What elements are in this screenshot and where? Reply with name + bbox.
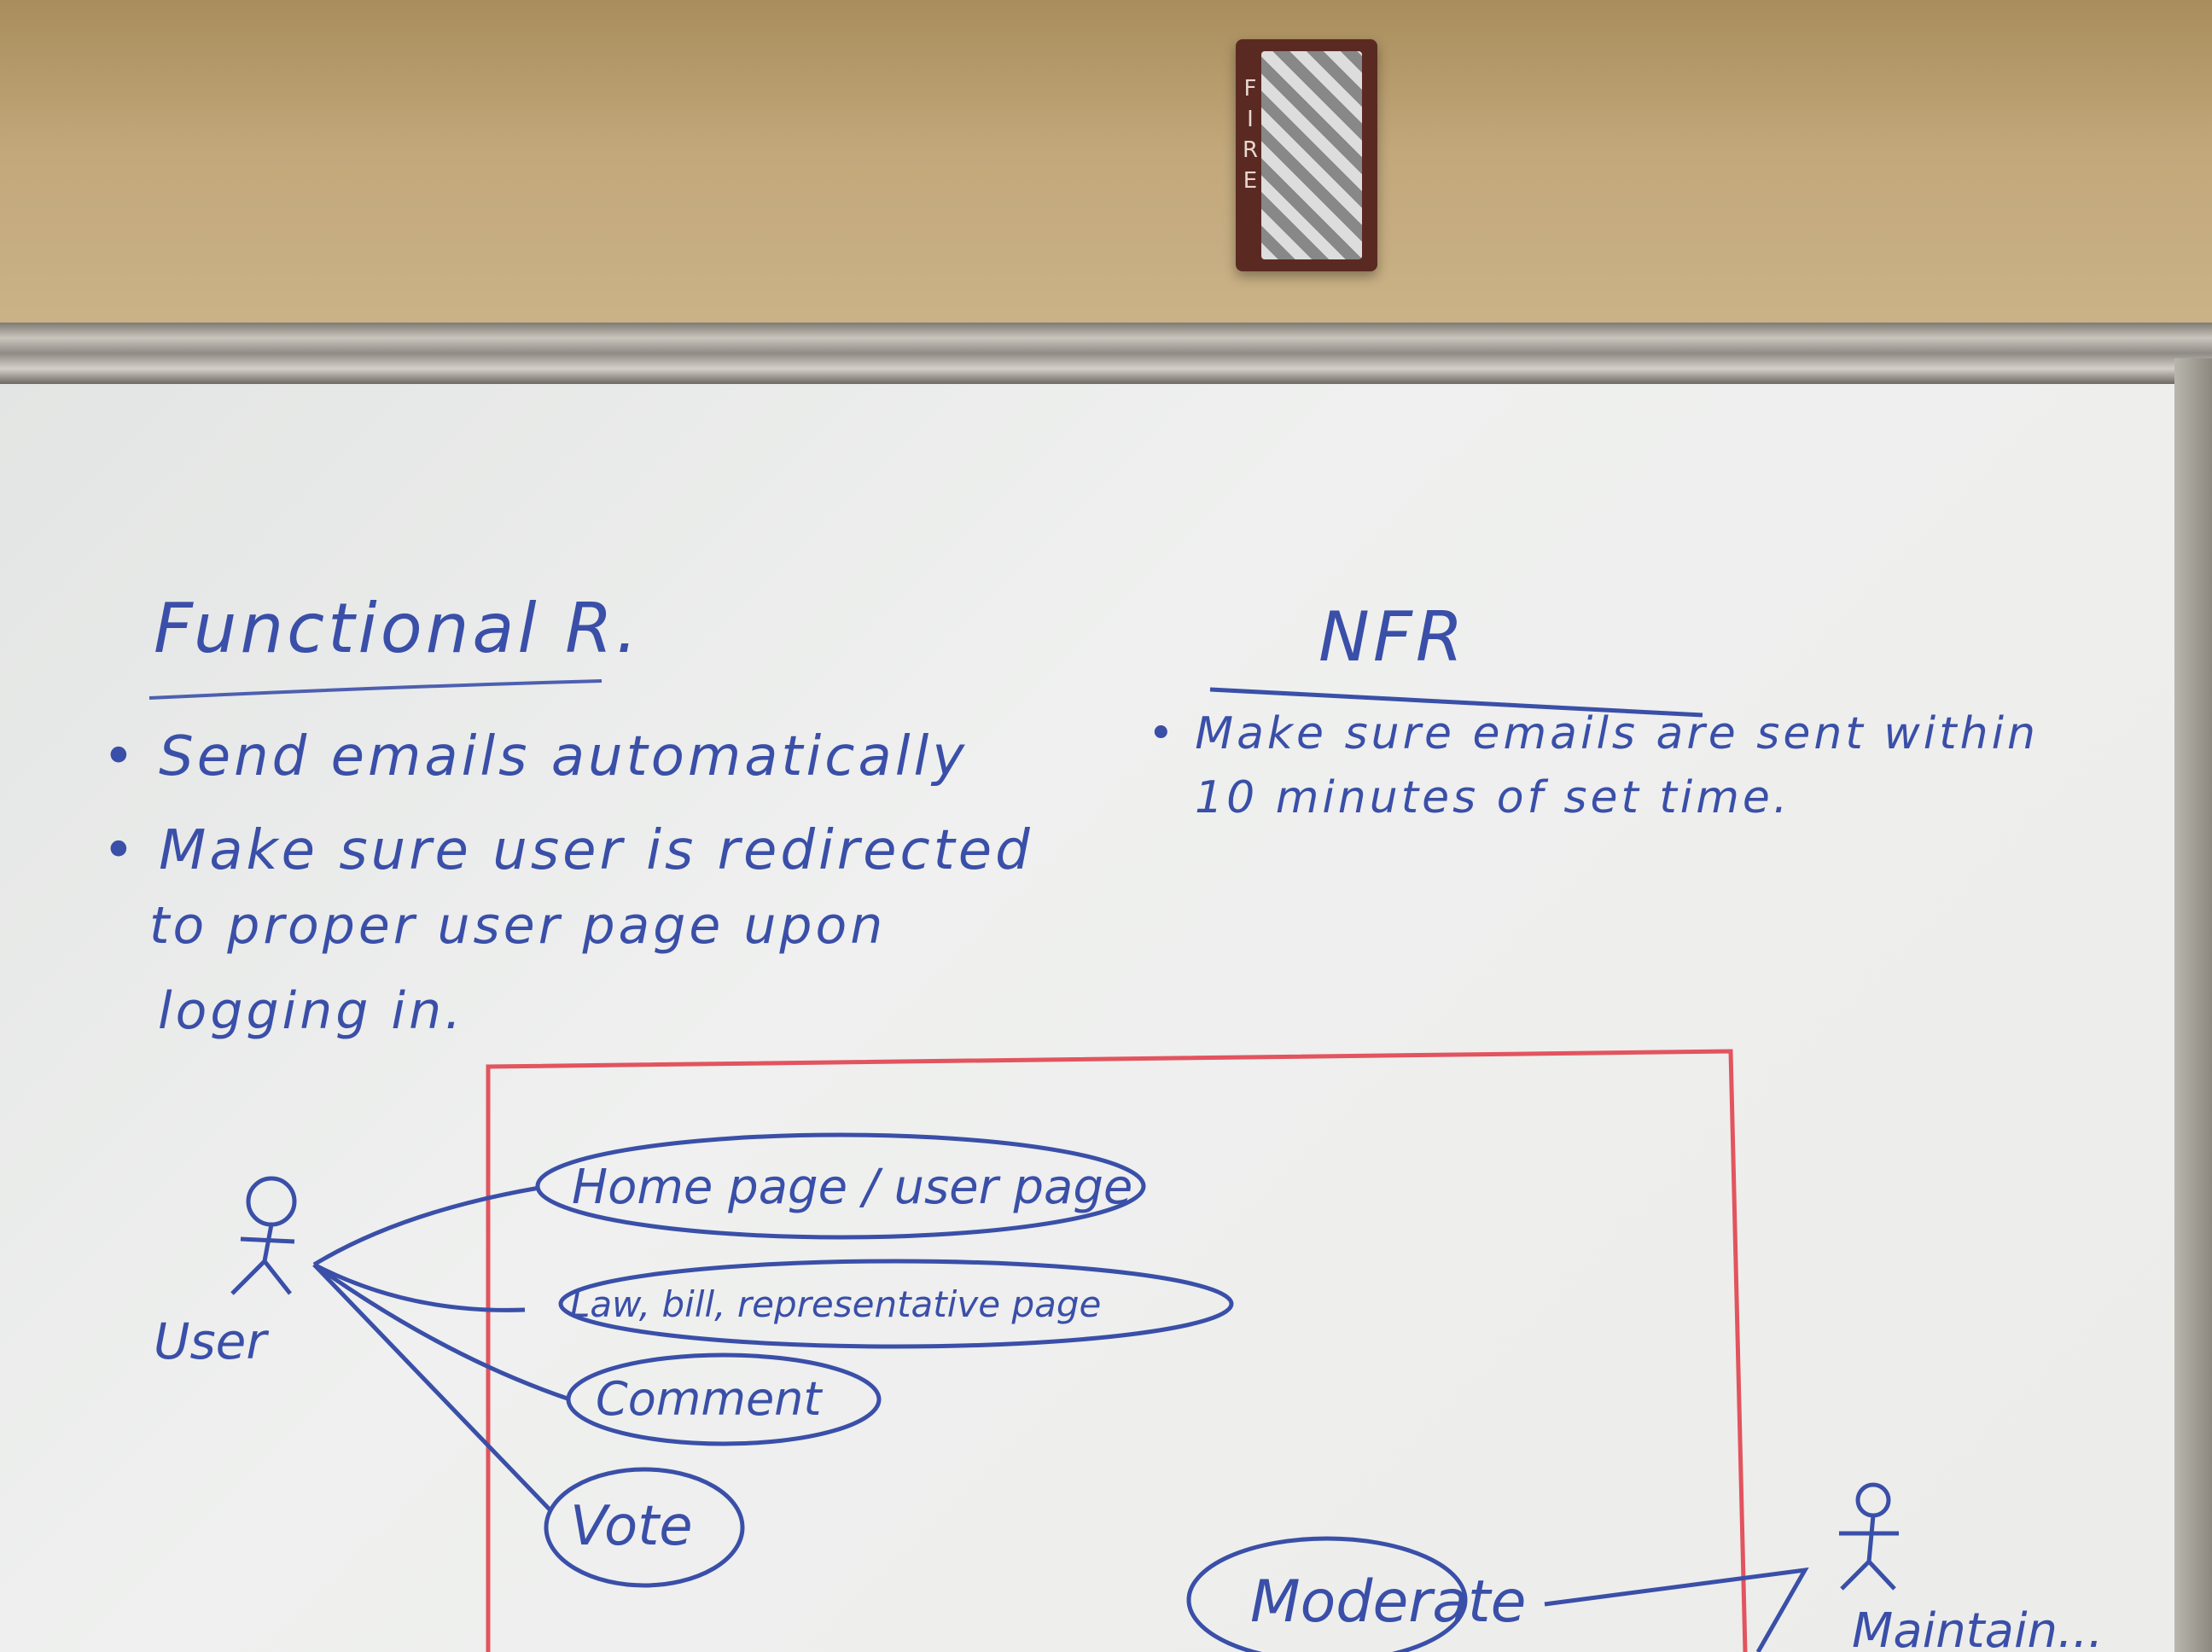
nfr-underline [1209, 687, 1703, 718]
system-boundary [486, 1049, 1748, 1652]
use-case-vote [544, 1467, 745, 1588]
functional-item-2-end: logging in. [158, 981, 465, 1041]
use-case-label-home: Home page / user page [572, 1160, 1132, 1215]
user-associations [312, 1185, 571, 1512]
whiteboard-rail [0, 323, 2212, 384]
functional-underline [148, 679, 602, 700]
functional-heading: Functional R. [154, 589, 642, 668]
functional-item-1: • Send emails automatically [102, 725, 969, 788]
functional-item-2-cont: to proper user page upon [149, 896, 887, 956]
use-case-home-page [535, 1132, 1146, 1240]
nfr-item-1-cont: 10 minutes of set time. [1195, 772, 1791, 823]
maintainer-actor-label: Maintain... [1852, 1603, 2103, 1652]
use-case-label-vote: Vote [570, 1495, 693, 1558]
use-case-ellipses [535, 1132, 1468, 1652]
fire-alarm-strobe [1261, 51, 1362, 259]
use-case-law-page [558, 1259, 1234, 1349]
whiteboard-frame [2174, 358, 2212, 1652]
user-actor-label: User [154, 1312, 269, 1370]
nfr-item-1: • Make sure emails are sent within [1148, 708, 2039, 759]
user-actor-icon [230, 1176, 297, 1295]
whiteboard [0, 384, 2185, 1652]
wall [0, 0, 2212, 341]
use-case-comment [566, 1352, 882, 1446]
functional-item-2: • Make sure user is redirected [102, 819, 1033, 882]
fire-alarm: FIRE [1236, 39, 1377, 271]
nfr-heading: NFR [1318, 597, 1467, 677]
maintainer-actor-icon [1839, 1482, 1899, 1591]
maintainer-association [1544, 1567, 1809, 1652]
use-case-label-comment: Comment [596, 1372, 823, 1426]
use-case-label-moderate: Moderate [1250, 1568, 1526, 1636]
use-case-label-law: Law, bill, representative page [570, 1283, 1101, 1325]
fire-alarm-label: FIRE [1242, 76, 1259, 194]
use-case-moderate [1186, 1536, 1468, 1652]
